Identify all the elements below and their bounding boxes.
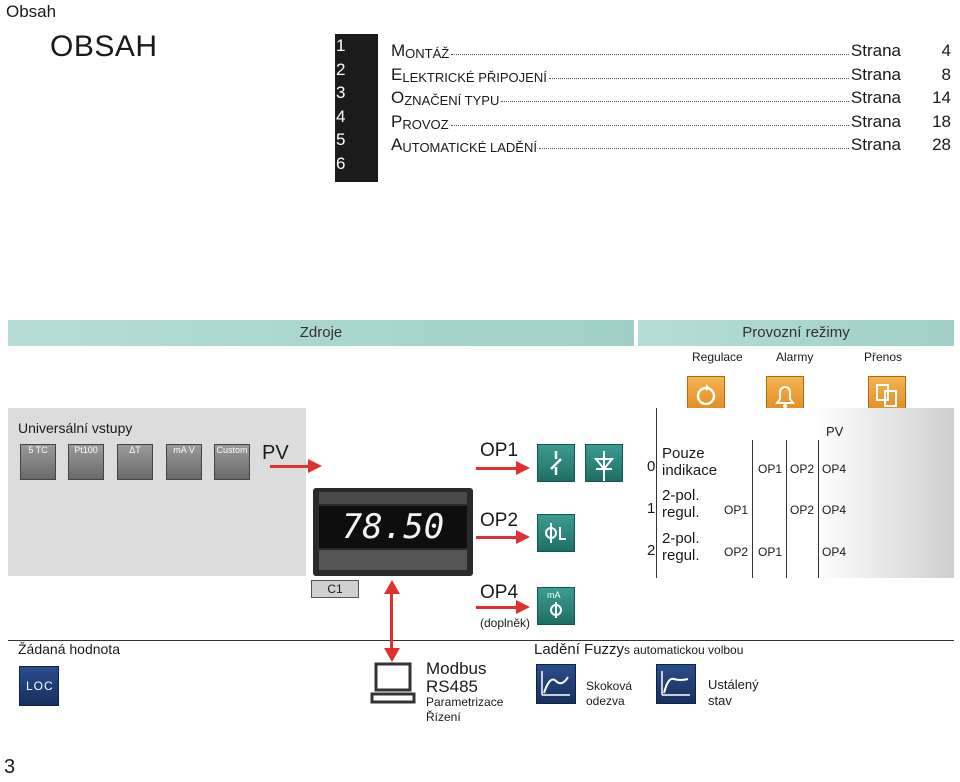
op1-label: OP1 <box>480 440 519 461</box>
comm-arrow <box>390 592 393 650</box>
toc-page-number: 28 <box>932 134 951 154</box>
pt100-icon: Pt100 <box>68 444 104 480</box>
toc-leader <box>501 100 849 102</box>
modbus-label: Modbus <box>426 659 487 678</box>
prenos-label: Přenos <box>864 350 903 364</box>
toc-number-column: 1 2 3 4 5 6 <box>335 34 378 182</box>
pv-column-label: PV <box>826 424 844 439</box>
toc-number: 3 <box>336 83 346 102</box>
alarm-bell-icon <box>766 376 804 414</box>
doplnek-label: (doplněk) <box>480 616 531 630</box>
toc-page-number: 4 <box>941 40 951 60</box>
alarmy-label: Alarmy <box>776 350 814 364</box>
op2-label: OP2 <box>480 510 519 531</box>
c1-badge: C1 <box>311 580 359 598</box>
toc-number: 2 <box>336 59 346 79</box>
toc-number: 6 <box>336 153 346 173</box>
provozni-bar: Provozní režimy <box>638 320 954 346</box>
toc-leader <box>548 77 849 79</box>
step-response-icon <box>536 664 576 704</box>
op2-arrow-head <box>516 530 530 544</box>
stav-label: stav <box>708 693 732 708</box>
toc-page-number: 14 <box>932 87 951 107</box>
mode-number: 1 <box>647 500 656 517</box>
mode-description: 2-pol.regul. <box>662 487 700 521</box>
regulace-icon <box>687 376 725 414</box>
ma-v-icon: mA V <box>166 444 202 480</box>
toc-page-number: 8 <box>941 64 951 84</box>
op4-arrow-head <box>516 600 530 614</box>
op1-arrow-shaft <box>476 467 518 470</box>
pv-arrow-head <box>308 459 322 473</box>
mode-number: 2 <box>647 542 656 559</box>
mode-description: 2-pol.regul. <box>662 530 700 564</box>
op4-label: OP4 <box>480 582 519 603</box>
mode-number: 0 <box>647 458 656 475</box>
regulace-label: Regulace <box>692 350 743 364</box>
toc-page-number: 18 <box>932 111 951 131</box>
inputs-panel <box>8 408 306 576</box>
device-display: 78.50 <box>319 506 467 548</box>
skokova-label: Skoková <box>586 679 633 693</box>
toc-number: 5 <box>336 130 346 149</box>
zadana-label: Žádaná hodnota <box>18 641 120 657</box>
pv-label: PV <box>262 442 289 464</box>
page-header-label: Obsah <box>6 2 57 21</box>
custom-icon: Custom <box>214 444 250 480</box>
op1-arrow-head <box>516 461 530 475</box>
rizeni-label: Řízení <box>426 710 461 724</box>
logic-output-icon <box>537 514 575 552</box>
toc-leader <box>451 53 849 55</box>
thermocouple-icon: 5 TC <box>20 444 56 480</box>
triac-icon <box>585 444 623 482</box>
universal-inputs-label: Universální vstupy <box>18 420 133 436</box>
op4-arrow-shaft <box>476 606 518 609</box>
ustaleny-label: Ustálený <box>708 677 759 692</box>
toc-leader <box>538 147 849 149</box>
odezva-label: odezva <box>586 694 625 708</box>
parametrizace-label: Parametrizace <box>426 695 504 709</box>
ladeni-label: Ladění Fuzzy <box>534 641 625 658</box>
modes-panel <box>643 408 954 578</box>
op2-arrow-shaft <box>476 536 518 539</box>
ma-output-icon: mA <box>537 587 575 625</box>
page-number: 3 <box>4 756 16 778</box>
steady-state-icon <box>656 664 696 704</box>
computer-icon <box>370 662 418 711</box>
delta-t-icon: ΔT <box>117 444 153 480</box>
toc-entry-provoz[interactable]: P ROVOZ Strana 18 <box>391 111 951 132</box>
zdroje-bar: Zdroje <box>8 320 634 346</box>
controller-device: 78.50 <box>313 488 473 576</box>
toc-number: 4 <box>336 106 346 126</box>
pv-arrow-shaft <box>270 465 310 468</box>
toc-number: 1 <box>336 36 346 55</box>
relay-icon <box>537 444 575 482</box>
rs485-label: RS485 <box>426 677 478 696</box>
page-title: OBSAH <box>50 30 158 63</box>
toc-leader <box>450 124 849 126</box>
loc-icon: LOC <box>19 666 59 706</box>
auto-selection-label: s automatickou volbou <box>624 643 744 657</box>
